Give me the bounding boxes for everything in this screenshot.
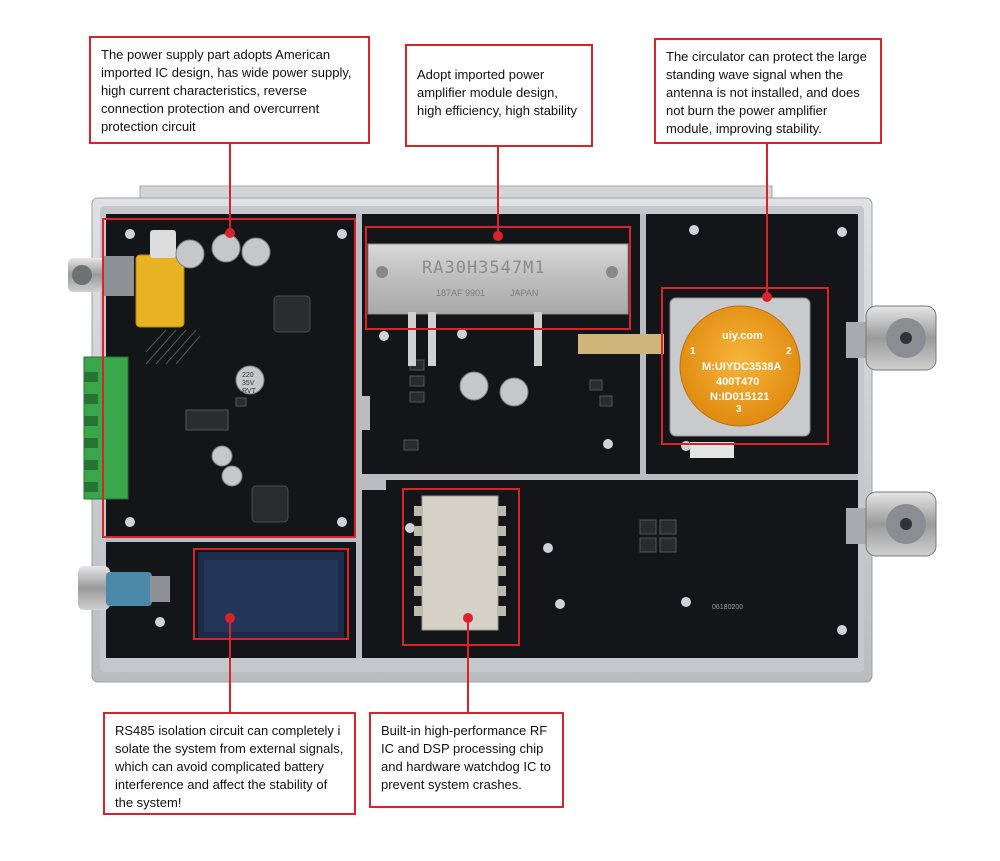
power-inductor-bottom [251,485,289,523]
highlight-amplifier [365,226,631,330]
callout-rs485: RS485 isolation circuit can completely i… [103,712,356,815]
leader-rs485 [229,618,231,712]
highlight-rs485 [193,548,349,640]
leader-circulator [766,144,768,296]
circulator-port-1: 1 [690,346,696,357]
hatched-area [145,329,201,365]
power-inductor-top [273,295,311,333]
pa-module-origin: JAPAN [510,288,539,298]
mounting-holes [125,225,847,635]
rs485-connector [78,566,170,610]
board-serial: 06180200 [712,604,744,611]
leader-dot-rs485 [225,613,235,623]
callout-rf-ic: Built-in high-performance RF IC and DSP … [369,712,564,808]
highlight-power-supply [102,218,356,538]
pa-module [367,243,629,366]
circulator-brand: uiy.com [722,330,763,342]
power-filter [135,230,185,328]
circulator-id: N:ID015121 [710,391,770,403]
leader-dot-circulator [762,292,772,302]
dc-jack [68,256,134,296]
smd-components [185,359,677,553]
callout-circulator: The circulator can protect the large sta… [654,38,882,144]
circulator-model: M:UIYDC3538A [702,361,782,373]
circulator-port-3: 3 [736,404,742,415]
circulator-port-2: 2 [786,346,792,357]
callout-power-supply: The power supply part adopts American im… [89,36,370,144]
leader-power-supply [229,144,231,230]
electrolytic-capacitors [175,233,529,487]
leader-amplifier [497,147,499,235]
leader-dot-power-supply [225,228,235,238]
microstrip-line [578,334,664,354]
leader-rf-ic [467,618,469,712]
highlight-circulator [661,287,829,445]
leader-dot-amplifier [493,231,503,241]
capacitor-label: 220 35V RVT [242,372,256,395]
n-connector-top [846,305,937,371]
terminal-block [83,356,129,500]
circulator [669,297,811,458]
callout-amplifier: Adopt imported power amplifier module de… [405,44,593,147]
circulator-freq: 400T470 [716,376,760,388]
pa-module-code: 187AF 9901 [436,288,486,298]
n-connector-bottom [846,491,937,557]
pa-module-model: RA30H3547M1 [422,258,546,278]
rf-ic-module [414,495,506,631]
highlight-rf-ic [402,488,520,646]
leader-dot-rf-ic [463,613,473,623]
